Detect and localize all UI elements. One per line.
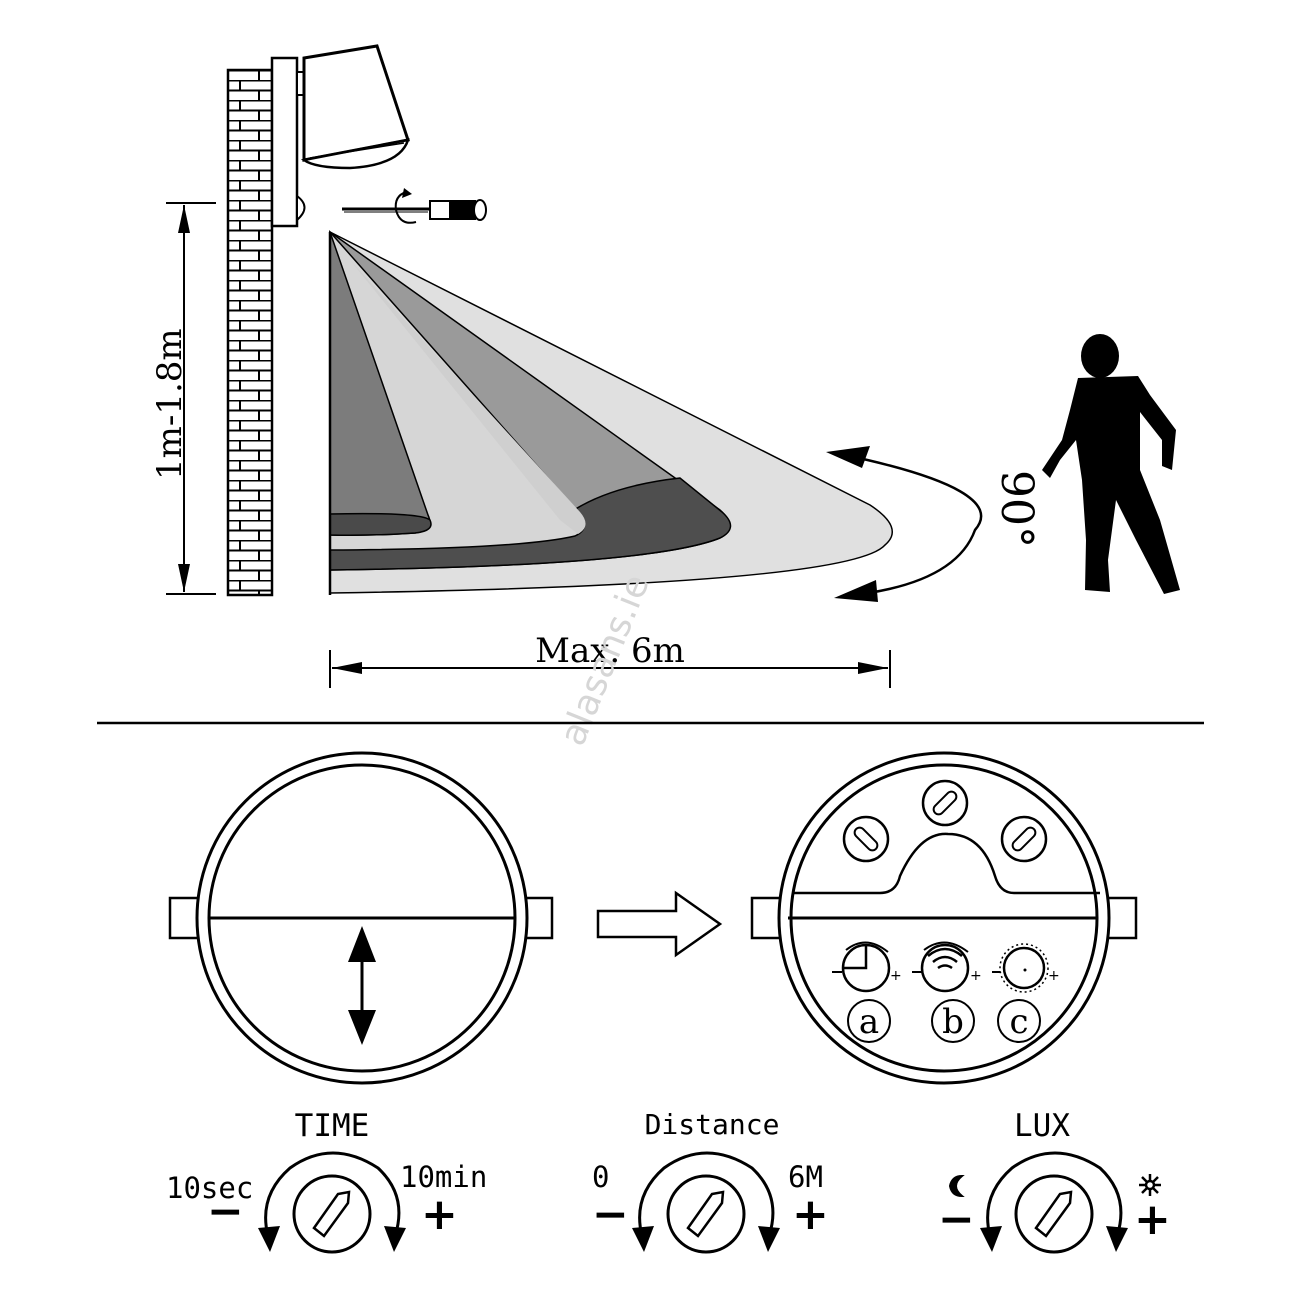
mini-dial-time[interactable]: + bbox=[832, 941, 902, 993]
slide-arrow-icon bbox=[348, 926, 376, 1045]
dial-distance-title: Distance bbox=[645, 1108, 780, 1141]
detection-zones bbox=[328, 230, 894, 595]
sensor-closed bbox=[168, 751, 554, 1085]
dial-time-right-arrow-icon bbox=[384, 1226, 406, 1252]
person-silhouette bbox=[1042, 334, 1180, 594]
dial-distance-min-label: 0 bbox=[592, 1160, 609, 1194]
label-a: a bbox=[847, 999, 891, 1043]
svg-text:c: c bbox=[1009, 1002, 1028, 1042]
dial-lux-minus: − bbox=[938, 1194, 975, 1245]
sensor-eye bbox=[296, 194, 306, 223]
mounting-plate bbox=[270, 56, 299, 228]
dial-distance-right-arrow-icon bbox=[758, 1226, 780, 1252]
dial-distance-plus: + bbox=[792, 1189, 829, 1240]
dial-lux-arc bbox=[986, 1151, 1123, 1237]
dial-lux-title: LUX bbox=[1014, 1108, 1070, 1144]
dial-time-pointer-icon bbox=[312, 1190, 351, 1238]
lamp-fixture bbox=[296, 44, 410, 170]
svg-text:a: a bbox=[859, 1002, 879, 1042]
height-label: 1m-1.8m bbox=[150, 328, 190, 480]
screw-top-icon bbox=[921, 779, 969, 827]
right-arrow-icon bbox=[596, 890, 723, 958]
screw-left-icon bbox=[842, 815, 890, 863]
svg-text:+: + bbox=[890, 968, 902, 984]
dial-time-title: TIME bbox=[295, 1108, 370, 1144]
angle-arc: 90° bbox=[826, 446, 1042, 602]
dial-time-min-label: 10sec bbox=[166, 1171, 253, 1205]
brick-wall bbox=[226, 68, 274, 597]
dial-lux-plus: + bbox=[1134, 1194, 1171, 1245]
zone-1-base bbox=[329, 512, 432, 536]
dial-distance-pointer-icon bbox=[686, 1190, 725, 1238]
dial-lux: LUX − + bbox=[938, 1108, 1171, 1254]
sun-icon bbox=[1139, 1174, 1161, 1196]
installation-diagram: 1m-1.8m Max. 6m 90° alasans.ie bbox=[150, 44, 1180, 751]
dial-distance: Distance 0 6M − + bbox=[592, 1108, 829, 1254]
label-b: b bbox=[931, 999, 975, 1043]
height-dimension: 1m-1.8m bbox=[150, 202, 216, 595]
dial-distance-minus: − bbox=[592, 1189, 629, 1240]
screw-right-icon bbox=[1000, 815, 1048, 863]
svg-text:+: + bbox=[970, 968, 982, 984]
dial-time-arc bbox=[264, 1151, 401, 1237]
sensor-open: + + + a b c bbox=[750, 751, 1138, 1085]
dial-lux-pointer-icon bbox=[1034, 1190, 1073, 1238]
dial-distance-left-arrow-icon bbox=[632, 1226, 654, 1252]
moon-icon bbox=[948, 1174, 965, 1198]
screwdriver-icon bbox=[342, 188, 487, 224]
dial-distance-arc bbox=[638, 1151, 775, 1237]
angle-label: 90° bbox=[991, 470, 1042, 548]
dial-time-minus: − bbox=[207, 1186, 244, 1237]
dial-lux-left-arrow-icon bbox=[980, 1226, 1002, 1252]
label-c: c bbox=[997, 999, 1041, 1043]
dial-time-max-label: 10min bbox=[400, 1160, 487, 1194]
zone-2-band bbox=[350, 260, 586, 534]
dial-time-left-arrow-icon bbox=[258, 1226, 280, 1252]
svg-text:b: b bbox=[942, 1002, 964, 1042]
max-distance-dimension: Max. 6m bbox=[329, 631, 891, 688]
mini-dial-lux[interactable]: + bbox=[992, 943, 1060, 993]
dial-lux-right-arrow-icon bbox=[1106, 1226, 1128, 1252]
mini-dial-distance[interactable]: + bbox=[912, 941, 982, 993]
dial-time: TIME 10sec 10min − + bbox=[166, 1108, 487, 1254]
svg-text:+: + bbox=[1048, 968, 1060, 984]
dial-distance-max-label: 6M bbox=[788, 1160, 823, 1194]
dial-time-plus: + bbox=[421, 1189, 458, 1240]
max-distance-label: Max. 6m bbox=[535, 631, 685, 671]
